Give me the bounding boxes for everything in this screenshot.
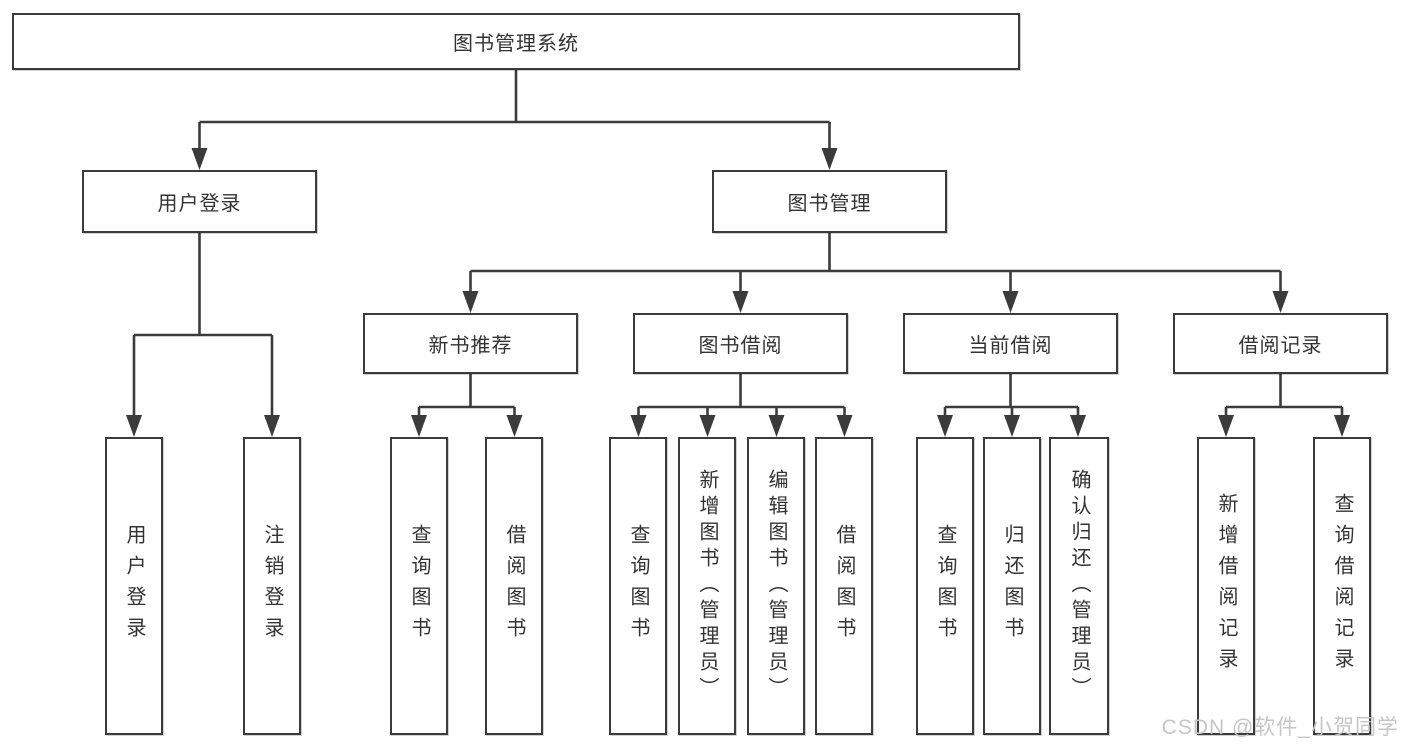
leaf-records-add-record: 新增借阅记录 bbox=[1197, 437, 1255, 735]
leaf-logout-login-label: 注销登录 bbox=[261, 524, 283, 648]
leaf-current-confirm-return-admin: 确认归还（管理员） bbox=[1049, 437, 1109, 735]
node-book-borrowing-label: 图书借阅 bbox=[698, 335, 783, 357]
leaf-records-add-record-label: 新增借阅记录 bbox=[1215, 493, 1237, 679]
edge-currentborrow-to-leaves bbox=[943, 374, 1080, 421]
leaf-borrow-add-books-admin-label: 新增图书（管理员） bbox=[696, 469, 718, 703]
node-root-label: 图书管理系统 bbox=[453, 33, 579, 55]
node-user-login: 用户登录 bbox=[82, 170, 317, 233]
edge-bookborrow-to-leaves bbox=[637, 374, 846, 421]
leaf-newbooks-borrow-books-label: 借阅图书 bbox=[503, 524, 525, 648]
edge-root-to-level2 bbox=[198, 70, 831, 154]
leaf-records-query-record-label: 查询借阅记录 bbox=[1331, 493, 1353, 679]
leaf-current-confirm-return-admin-label: 确认归还（管理员） bbox=[1068, 469, 1090, 703]
leaf-borrow-borrow-books-label: 借阅图书 bbox=[833, 524, 855, 648]
leaf-borrow-edit-books-admin: 编辑图书（管理员） bbox=[747, 437, 805, 735]
node-book-management: 图书管理 bbox=[712, 170, 947, 233]
csdn-watermark: CSDN @软件_小贺同学 bbox=[1161, 716, 1399, 739]
arrowheads bbox=[126, 148, 1350, 437]
node-root: 图书管理系统 bbox=[12, 13, 1020, 70]
node-new-book-recommend-label: 新书推荐 bbox=[428, 335, 513, 357]
node-borrow-records: 借阅记录 bbox=[1173, 313, 1388, 374]
leaf-borrow-borrow-books: 借阅图书 bbox=[815, 437, 873, 735]
leaf-borrow-query-books-label: 查询图书 bbox=[627, 524, 649, 648]
leaf-current-return-books-label: 归还图书 bbox=[1001, 524, 1023, 648]
node-book-management-label: 图书管理 bbox=[787, 193, 872, 215]
leaf-borrow-query-books: 查询图书 bbox=[609, 437, 667, 735]
node-current-borrowing: 当前借阅 bbox=[903, 313, 1118, 374]
node-new-book-recommend: 新书推荐 bbox=[363, 313, 578, 374]
node-borrow-records-label: 借阅记录 bbox=[1238, 335, 1323, 357]
leaf-user-login-label: 用户登录 bbox=[123, 524, 145, 648]
node-user-login-label: 用户登录 bbox=[157, 193, 242, 215]
leaf-borrow-add-books-admin: 新增图书（管理员） bbox=[678, 437, 736, 735]
node-current-borrowing-label: 当前借阅 bbox=[968, 335, 1053, 357]
edge-userlogin-to-leaves bbox=[132, 233, 274, 421]
edge-newbooks-to-leaves bbox=[417, 374, 516, 421]
leaf-newbooks-query-books: 查询图书 bbox=[390, 437, 448, 735]
edge-bookmgmt-to-level3 bbox=[469, 233, 1282, 297]
leaf-user-login: 用户登录 bbox=[105, 437, 163, 735]
leaf-newbooks-borrow-books: 借阅图书 bbox=[485, 437, 543, 735]
leaf-newbooks-query-books-label: 查询图书 bbox=[408, 524, 430, 648]
leaf-borrow-edit-books-admin-label: 编辑图书（管理员） bbox=[765, 469, 787, 703]
node-book-borrowing: 图书借阅 bbox=[633, 313, 848, 374]
leaf-current-query-books: 查询图书 bbox=[916, 437, 974, 735]
leaf-logout-login: 注销登录 bbox=[243, 437, 301, 735]
edge-records-to-leaves bbox=[1224, 374, 1344, 421]
leaf-current-query-books-label: 查询图书 bbox=[934, 524, 956, 648]
leaf-current-return-books: 归还图书 bbox=[983, 437, 1041, 735]
leaf-records-query-record: 查询借阅记录 bbox=[1313, 437, 1371, 735]
